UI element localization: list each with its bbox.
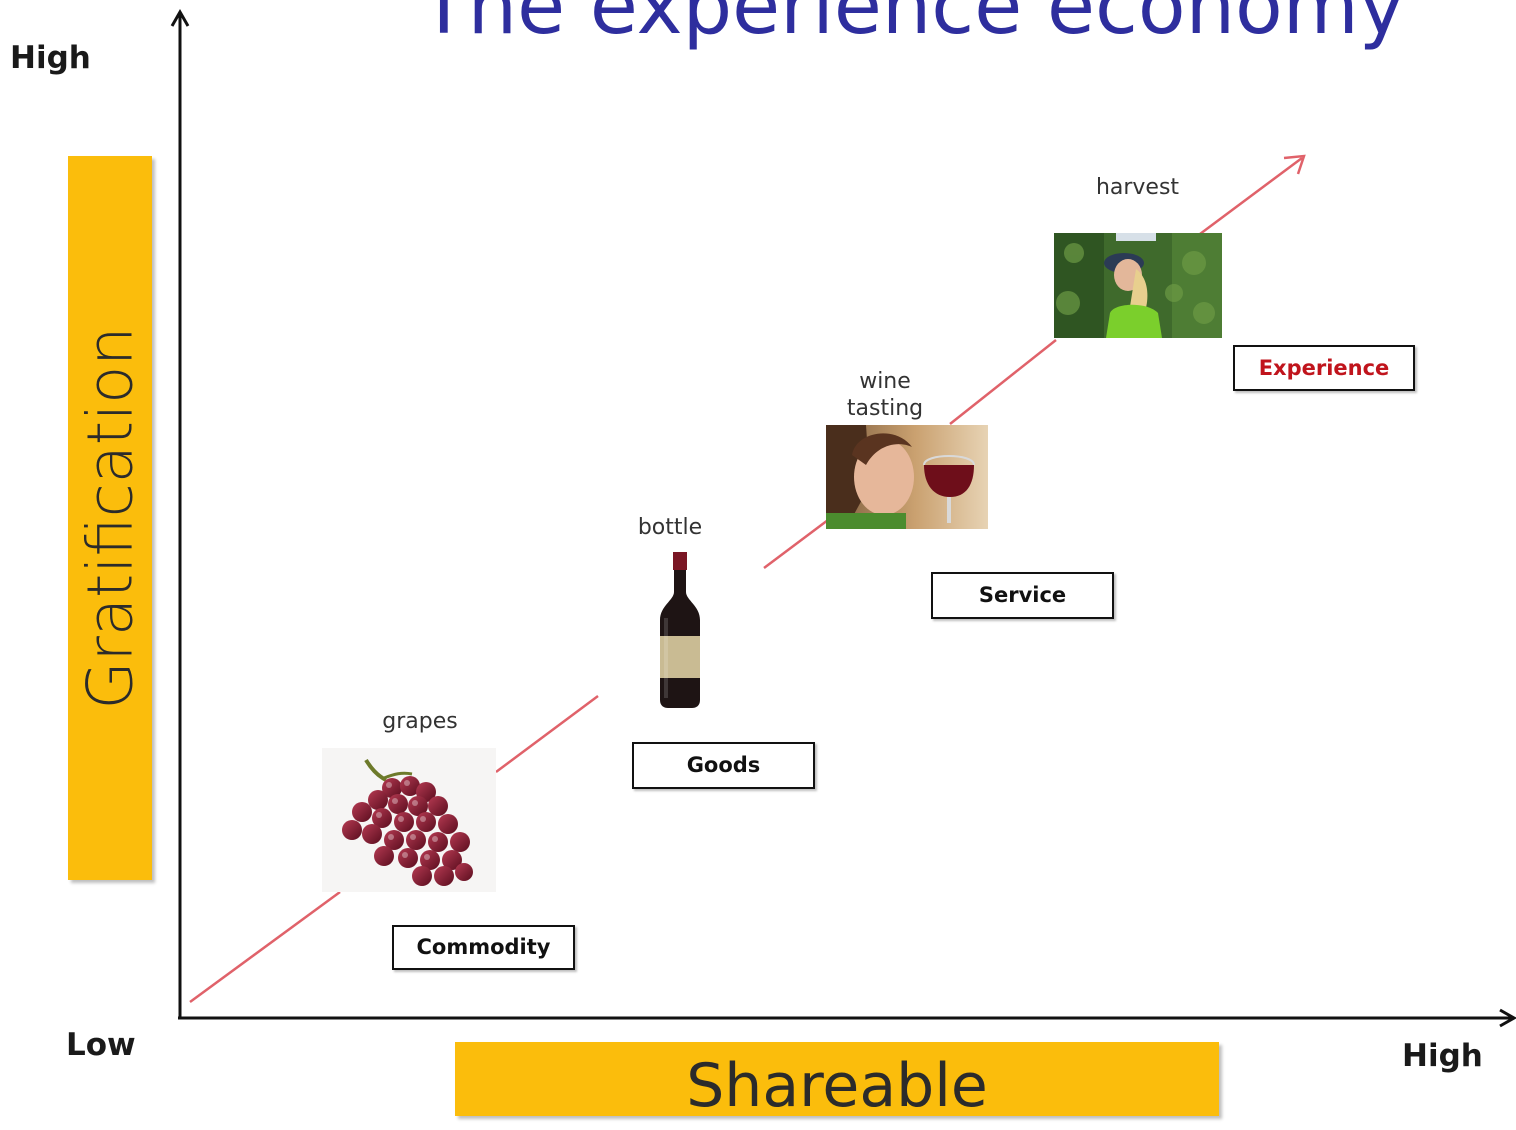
wine-tasting-label-line1: wine [859, 369, 911, 394]
harvest-image [1054, 233, 1222, 338]
wine-tasting-label: wine tasting [820, 368, 950, 422]
wine-tasting-label-line2: tasting [846, 396, 924, 421]
x-axis-title: Shareable [686, 1051, 988, 1121]
stage-goods-box: Goods [632, 742, 815, 789]
grapes-label: grapes [382, 709, 458, 734]
wine-tasting-image [826, 425, 988, 529]
harvest-label: harvest [1095, 175, 1180, 200]
y-axis-band: Gratification [68, 156, 152, 880]
trend-line [189, 154, 1306, 1004]
y-axis-high-label: High [10, 40, 91, 76]
bottle-label: bottle [637, 515, 703, 540]
y-axis [170, 8, 190, 1018]
page-title: The experience economy [420, 0, 1405, 52]
x-axis-high-label: High [1402, 1038, 1483, 1074]
x-axis [178, 1008, 1516, 1028]
stage-service-box: Service [931, 572, 1114, 619]
y-axis-title: Gratification [73, 326, 147, 710]
axis-low-label: Low [66, 1027, 136, 1063]
wine-bottle-image [660, 552, 700, 708]
stage-commodity-box: Commodity [392, 925, 575, 970]
x-axis-band: Shareable [455, 1042, 1219, 1121]
stage-experience-box: Experience [1233, 345, 1415, 391]
grapes-image [322, 748, 496, 892]
